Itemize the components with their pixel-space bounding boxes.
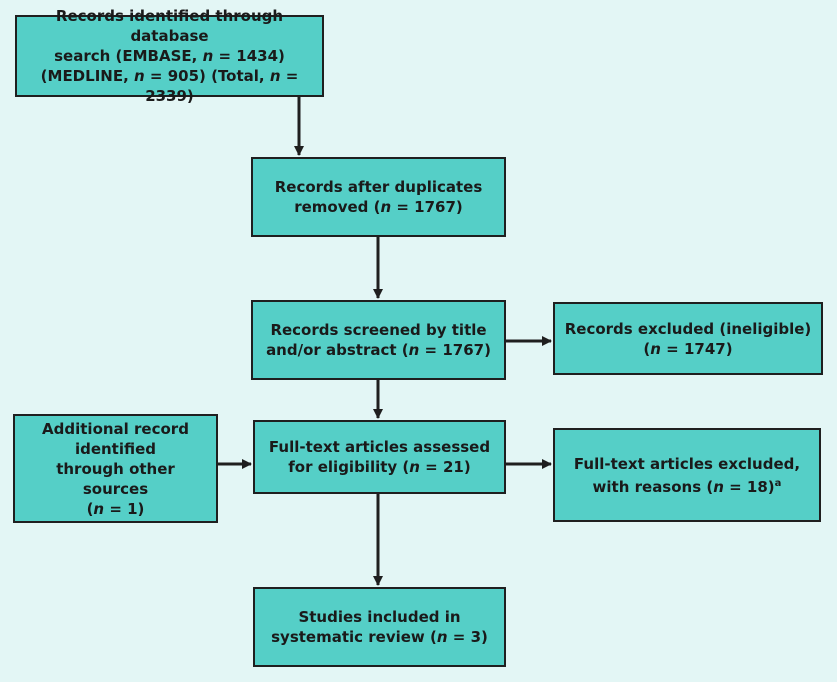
records-excluded-box: Records excluded (ineligible) (n = 1747) [553, 302, 823, 375]
additional-record-box: Additional record identified through oth… [13, 414, 218, 523]
records-screened-box: Records screened by title and/or abstrac… [251, 300, 506, 380]
studies-included-box: Studies included in systematic review (n… [253, 587, 506, 667]
fulltext-excluded-box: Full-text articles excluded, with reason… [553, 428, 821, 522]
duplicates-removed-box: Records after duplicates removed (n = 17… [251, 157, 506, 237]
fulltext-assessed-box: Full-text articles assessed for eligibil… [253, 420, 506, 494]
records-identified-box: Records identified through database sear… [15, 7, 324, 105]
